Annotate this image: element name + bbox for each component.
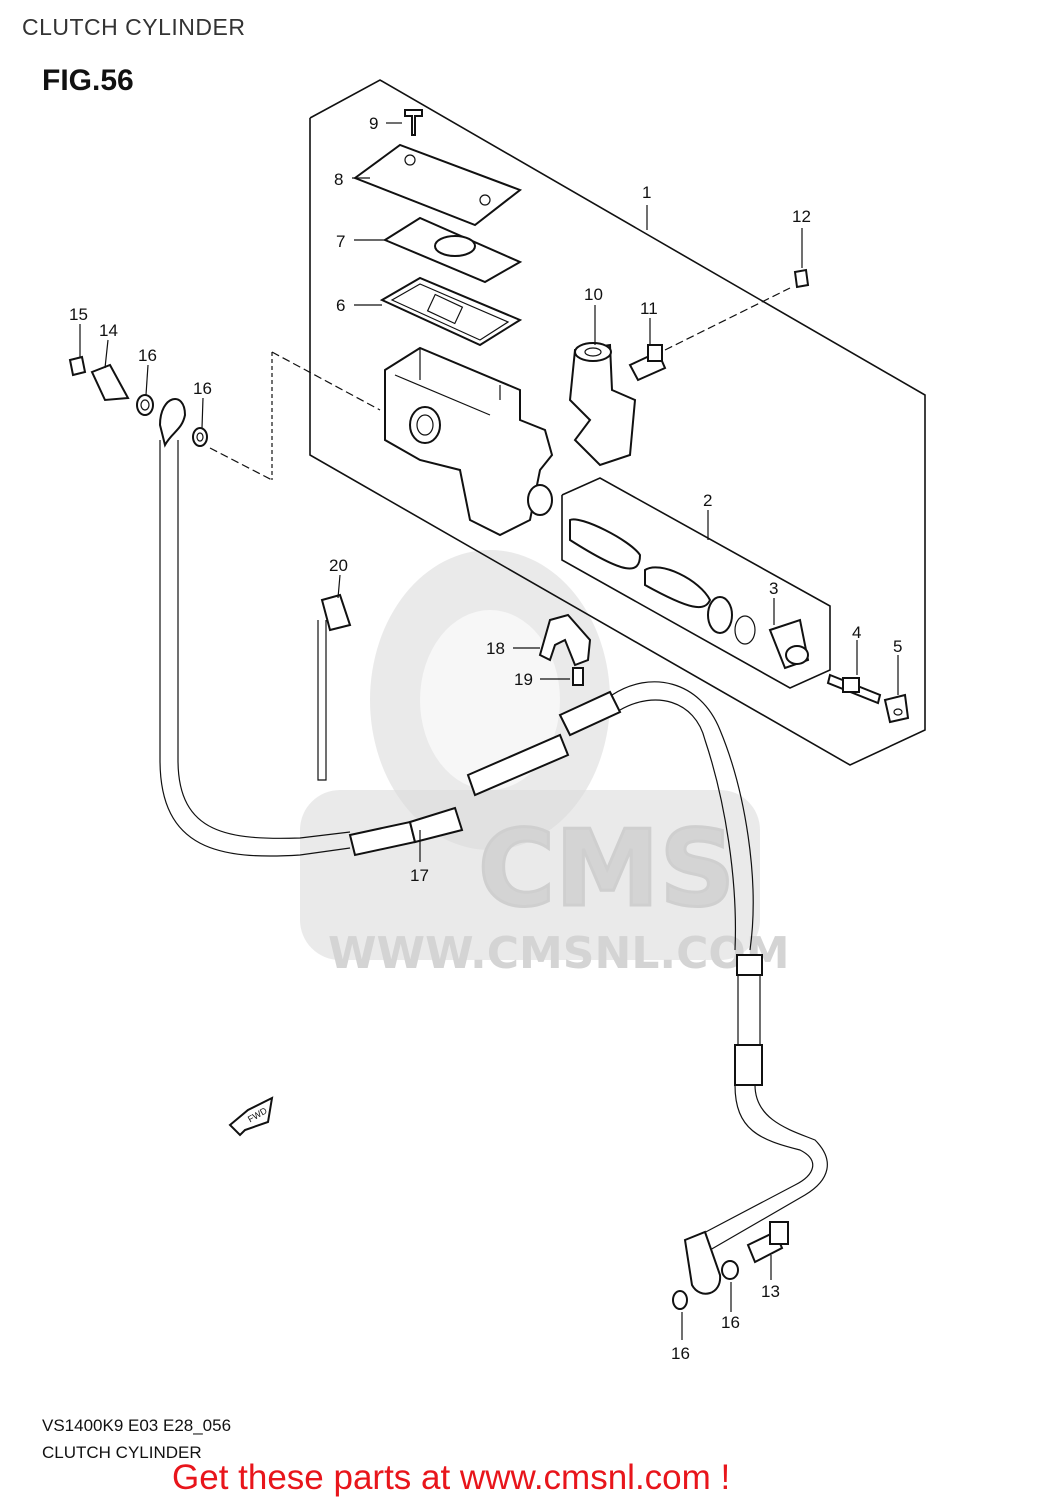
- callout-20: 20: [329, 556, 348, 575]
- clamp-and-tie: [317, 593, 592, 781]
- callout-1: 1: [642, 183, 651, 202]
- callout-16b: 16: [193, 379, 212, 398]
- callout-5: 5: [893, 637, 902, 656]
- callout-7: 7: [336, 232, 345, 251]
- callout-16c: 16: [721, 1313, 740, 1332]
- watermark-url: WWW.CMSNL.COM: [328, 928, 790, 979]
- leader-lines: [79, 122, 899, 1340]
- assembly-panel: [309, 79, 926, 766]
- callout-6: 6: [336, 296, 345, 315]
- callout-12: 12: [792, 207, 811, 226]
- callout-18: 18: [486, 639, 505, 658]
- page-title: CLUTCH CYLINDER: [22, 14, 246, 40]
- callout-14: 14: [99, 321, 118, 340]
- master-cylinder-body: [384, 346, 554, 537]
- lever-holder-parts: [568, 268, 810, 467]
- pushrod-and-nut: [826, 673, 910, 724]
- callout-16d: 16: [671, 1344, 690, 1363]
- footer-title: CLUTCH CYLINDER: [42, 1443, 202, 1462]
- callout-19: 19: [514, 670, 533, 689]
- callout-10: 10: [584, 285, 603, 304]
- piston-kit: [569, 518, 810, 670]
- upper-banjo-parts: [68, 355, 208, 448]
- figure-number: FIG.56: [42, 64, 134, 97]
- callout-3: 3: [769, 579, 778, 598]
- callout-numbers: 1 2 3 4 5 6 7 8 9 10 11 12 13 14 15 16 1…: [69, 114, 902, 1363]
- callout-13: 13: [761, 1282, 780, 1301]
- callout-8: 8: [334, 170, 343, 189]
- callout-2: 2: [703, 491, 712, 510]
- callout-4: 4: [852, 623, 861, 642]
- model-code: VS1400K9 E03 E28_056: [42, 1416, 232, 1435]
- watermark-logo: CMS: [478, 808, 735, 930]
- callout-16a: 16: [138, 346, 157, 365]
- callout-9: 9: [369, 114, 378, 133]
- forward-arrow-icon: FWD: [228, 1096, 274, 1137]
- promo-link[interactable]: Get these parts at www.cmsnl.com !: [172, 1458, 731, 1497]
- reservoir-parts: [352, 109, 523, 347]
- callout-15: 15: [69, 305, 88, 324]
- callout-17: 17: [410, 866, 429, 885]
- callout-11: 11: [640, 299, 658, 318]
- clutch-hoses: [159, 440, 828, 1310]
